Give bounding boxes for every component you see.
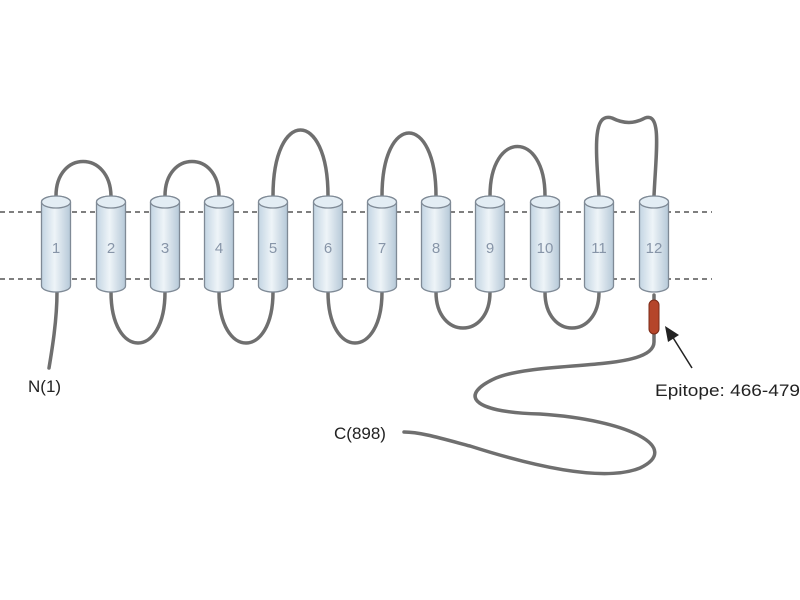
helix-number-label: 11 [591, 240, 607, 257]
extracellular-loop-9-10 [488, 144, 547, 198]
helix-top-cap [474, 195, 506, 209]
helix-6: 6 [312, 195, 344, 293]
helix-number-label: 2 [107, 240, 115, 257]
helix-8: 8 [420, 195, 452, 293]
extracellular-loop-5-6 [271, 128, 330, 198]
helix-2: 2 [95, 195, 127, 293]
c-terminus-label: C(898) [334, 424, 386, 443]
extracellular-loop-7-8 [380, 131, 438, 198]
intracellular-loop-8-9 [434, 290, 492, 330]
helix-top-cap [638, 195, 670, 209]
helix-number-label: 9 [486, 240, 494, 257]
c-terminal-tail [402, 293, 657, 476]
helix-top-cap [149, 195, 181, 209]
epitope-arrow-line [671, 335, 693, 369]
helix-number-label: 8 [432, 240, 440, 257]
intracellular-loop-10-11 [543, 290, 601, 330]
n-terminus-label: N(1) [28, 377, 61, 396]
intracellular-loop-6-7 [326, 290, 384, 345]
extracellular-loop-3-4 [163, 159, 221, 198]
helix-number-label: 1 [52, 240, 60, 257]
helix-number-label: 10 [537, 240, 554, 257]
loops [47, 115, 659, 476]
helix-number-label: 5 [269, 240, 277, 257]
helix-top-cap [257, 195, 289, 209]
helix-top-cap [529, 195, 561, 209]
intracellular-loop-2-3 [109, 290, 167, 345]
helix-top-cap [366, 195, 398, 209]
helix-top-cap [583, 195, 615, 209]
epitope-label: Epitope: 466-479 [655, 381, 800, 400]
helix-number-label: 6 [324, 240, 332, 257]
epitope-arrowhead-icon [665, 326, 679, 342]
extracellular-loop-11-12 [594, 115, 659, 198]
helix-5: 5 [257, 195, 289, 293]
helix-top-cap [203, 195, 235, 209]
helix-3: 3 [149, 195, 181, 293]
helix-4: 4 [203, 195, 235, 293]
helix-10: 10 [529, 195, 561, 293]
helix-12: 12 [638, 195, 670, 293]
helix-9: 9 [474, 195, 506, 293]
n-terminal-tail [47, 290, 59, 370]
extracellular-loop-1-2 [54, 159, 113, 198]
helix-7: 7 [366, 195, 398, 293]
helix-top-cap [420, 195, 452, 209]
epitope-marker [648, 299, 660, 335]
helix-number-label: 7 [378, 240, 386, 257]
helix-11: 11 [583, 195, 615, 293]
helix-number-label: 12 [646, 240, 663, 257]
helix-top-cap [95, 195, 127, 209]
helix-top-cap [40, 195, 72, 209]
helix-number-label: 3 [161, 240, 169, 257]
helix-top-cap [312, 195, 344, 209]
helix-number-label: 4 [215, 240, 223, 257]
helix-1: 1 [40, 195, 72, 293]
intracellular-loop-4-5 [217, 290, 275, 345]
